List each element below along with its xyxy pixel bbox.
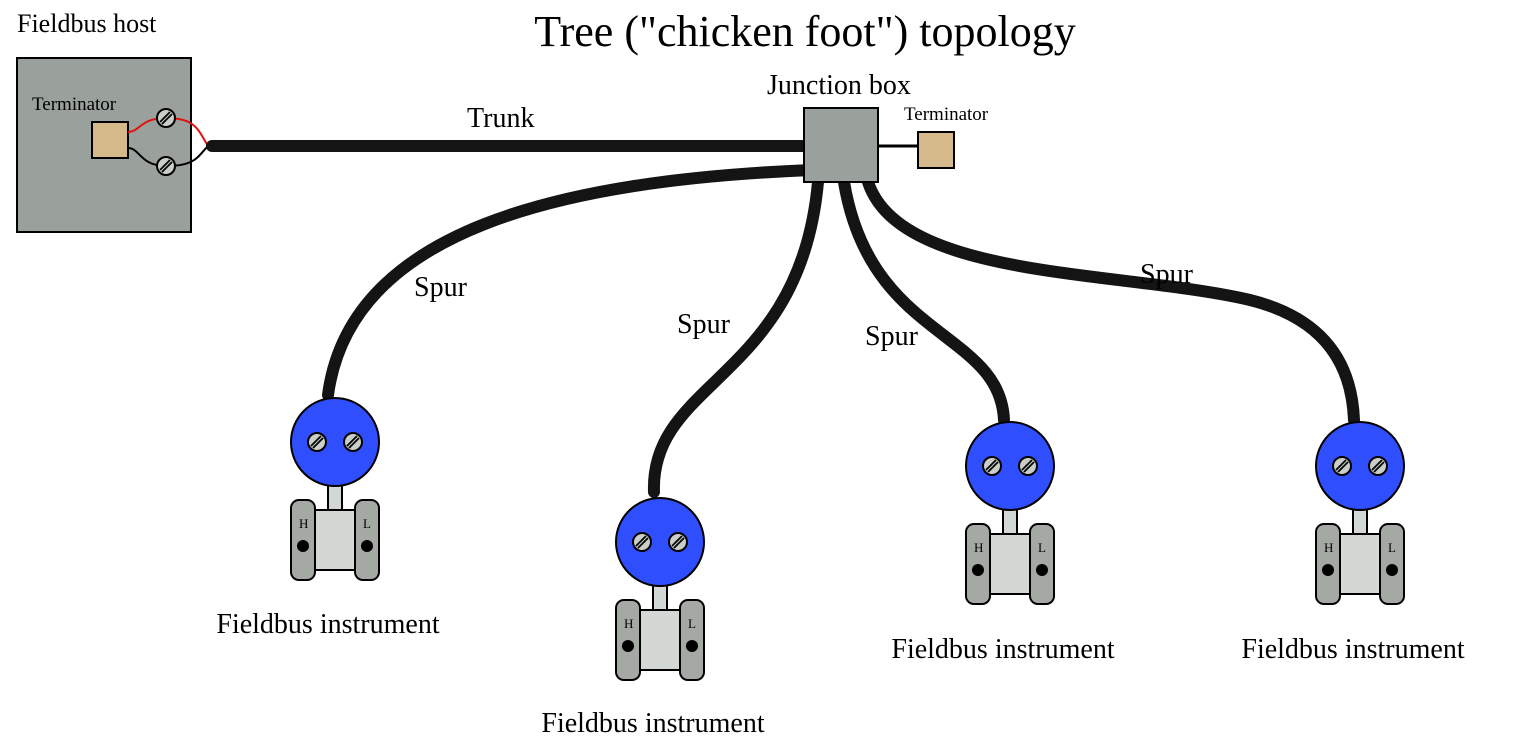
instrument-2-label: Fieldbus instrument	[541, 708, 764, 739]
spur-label-3: Spur	[865, 321, 919, 352]
spur-cable-1	[322, 164, 818, 401]
instrument-4-label: Fieldbus instrument	[1241, 634, 1464, 665]
spur-label-1: Spur	[414, 272, 468, 303]
host-label: Fieldbus host	[17, 9, 157, 38]
spur-label-4: Spur	[1140, 259, 1194, 290]
fieldbus-instrument-2: H L	[616, 498, 704, 680]
instrument-1-l-label: L	[363, 516, 371, 531]
instrument-3-l-label: L	[1038, 540, 1046, 555]
fieldbus-instrument-4: H L	[1316, 422, 1404, 604]
junction-box-label: Junction box	[767, 70, 911, 101]
instrument-2-l-label: L	[688, 616, 696, 631]
trunk-label: Trunk	[467, 103, 534, 134]
instrument-3-h-label: H	[974, 540, 983, 555]
instrument-1-h-label: H	[299, 516, 308, 531]
junction-terminator	[917, 131, 955, 169]
spur-cable-2	[647, 176, 824, 498]
instrument-1-label: Fieldbus instrument	[216, 609, 439, 640]
host-terminator	[91, 121, 129, 159]
host-terminator-label: Terminator	[32, 94, 117, 115]
fieldbus-instrument-3: H L	[966, 422, 1054, 604]
instrument-2-h-label: H	[624, 616, 633, 631]
spur-cable-3	[838, 176, 1010, 426]
instrument-4-l-label: L	[1388, 540, 1396, 555]
diagram-title: Tree ("chicken foot") topology	[534, 7, 1075, 56]
spur-cable-4	[862, 176, 1360, 426]
host-screw-top	[156, 108, 176, 128]
instrument-4-h-label: H	[1324, 540, 1333, 555]
host-screw-bottom	[156, 156, 176, 176]
spur-label-2: Spur	[677, 309, 731, 340]
instrument-3-label: Fieldbus instrument	[891, 634, 1114, 665]
fieldbus-instrument-1: H L	[291, 398, 379, 580]
junction-terminator-label: Terminator	[904, 104, 989, 125]
junction-box	[803, 107, 879, 183]
